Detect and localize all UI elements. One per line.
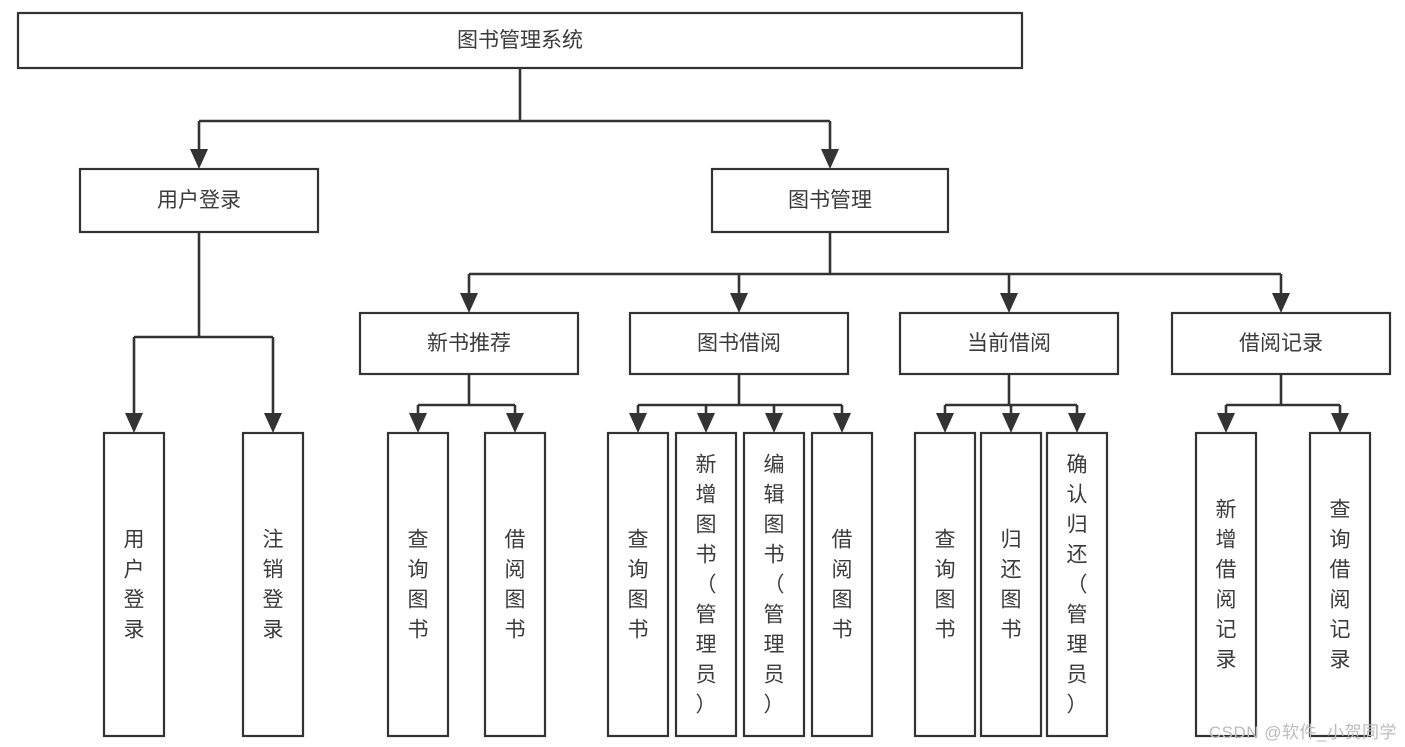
node-root-label: 图书管理系统	[457, 29, 583, 52]
node-root[interactable]: 图书管理系统	[16, 11, 1024, 70]
node-new-book-recommend-label: 新书推荐	[427, 332, 511, 355]
node-leaf-confirm-return-label: 确认归还（管理员）	[1067, 454, 1088, 717]
node-leaf-query-book-2-box[interactable]	[606, 431, 670, 738]
node-leaf-add-book-label: 新增图书（管理员）	[696, 454, 717, 717]
node-leaf-confirm-return-box[interactable]	[1045, 431, 1109, 738]
node-leaf-query-record[interactable]: 查询借阅记录	[1308, 431, 1372, 738]
node-leaf-query-record-box[interactable]	[1308, 431, 1372, 738]
node-borrow-record[interactable]: 借阅记录	[1170, 311, 1392, 376]
node-leaf-return-book-box[interactable]	[979, 431, 1043, 738]
node-leaf-borrow-book-1-box[interactable]	[483, 431, 547, 738]
node-new-book-recommend[interactable]: 新书推荐	[358, 311, 580, 376]
node-leaf-return-book-label: 归还图书	[1001, 529, 1022, 642]
node-leaf-borrow-book-1-label: 借阅图书	[505, 529, 526, 642]
arrow-head-icon-book-manage-to-borrow-record	[1272, 293, 1290, 313]
node-leaf-query-book-3-box[interactable]	[913, 431, 977, 738]
arrow-head-icon-book-manage-to-book-borrow	[730, 293, 748, 313]
arrow-head-icon-book-manage-to-new-book-recommend	[460, 293, 478, 313]
node-user-login[interactable]: 用户登录	[78, 167, 320, 234]
node-borrow-record-label: 借阅记录	[1239, 332, 1323, 355]
node-leaf-logout[interactable]: 注销登录	[241, 431, 305, 738]
watermark-text: CSDN @软件_小贺同学	[1208, 723, 1397, 742]
node-current-borrow-box[interactable]	[898, 311, 1120, 376]
node-leaf-user-login[interactable]: 用户登录	[102, 431, 166, 738]
node-leaf-query-book-2-label: 查询图书	[628, 529, 649, 642]
arrow-head-icon-user-login-to-leaf-user-login	[125, 413, 143, 433]
node-user-login-box[interactable]	[78, 167, 320, 234]
arrow-head-icon-borrow-record-to-leaf-add-record	[1217, 413, 1235, 433]
edges-layer	[125, 68, 1349, 433]
node-leaf-borrow-book-2-label: 借阅图书	[832, 529, 853, 642]
arrow-head-icon-user-login-to-leaf-logout	[264, 413, 282, 433]
arrow-head-icon-root-to-user-login	[190, 149, 208, 169]
node-leaf-query-book-1[interactable]: 查询图书	[386, 431, 450, 738]
node-leaf-query-book-3[interactable]: 查询图书	[913, 431, 977, 738]
node-leaf-user-login-box[interactable]	[102, 431, 166, 738]
node-leaf-add-record-box[interactable]	[1194, 431, 1258, 738]
node-current-borrow[interactable]: 当前借阅	[898, 311, 1120, 376]
node-leaf-query-book-1-box[interactable]	[386, 431, 450, 738]
node-book-borrow[interactable]: 图书借阅	[628, 311, 850, 376]
node-leaf-query-book-2[interactable]: 查询图书	[606, 431, 670, 738]
node-leaf-user-login-label: 用户登录	[124, 529, 145, 642]
arrow-head-icon-book-manage-to-current-borrow	[1000, 293, 1018, 313]
node-new-book-recommend-box[interactable]	[358, 311, 580, 376]
node-leaf-add-record-label: 新增借阅记录	[1216, 499, 1237, 672]
node-leaf-logout-label: 注销登录	[263, 529, 284, 642]
arrow-head-icon-new-book-recommend-to-leaf-borrow-book-1	[506, 413, 524, 433]
arrow-head-icon-book-borrow-to-leaf-add-book	[697, 413, 715, 433]
node-leaf-add-record[interactable]: 新增借阅记录	[1194, 431, 1258, 738]
node-leaf-query-book-1-label: 查询图书	[408, 529, 429, 642]
node-leaf-logout-box[interactable]	[241, 431, 305, 738]
node-book-borrow-label: 图书借阅	[697, 332, 781, 355]
arrow-head-icon-current-borrow-to-leaf-query-book-3	[936, 413, 954, 433]
arrow-head-icon-borrow-record-to-leaf-query-record	[1331, 413, 1349, 433]
node-leaf-edit-book-label: 编辑图书（管理员）	[764, 454, 785, 717]
arrow-head-icon-book-borrow-to-leaf-query-book-2	[629, 413, 647, 433]
node-leaf-add-book-box[interactable]	[674, 431, 738, 738]
node-leaf-confirm-return[interactable]: 确认归还（管理员）	[1045, 431, 1109, 738]
arrow-head-icon-book-borrow-to-leaf-edit-book	[765, 413, 783, 433]
node-book-manage[interactable]: 图书管理	[710, 167, 950, 234]
node-leaf-query-record-label: 查询借阅记录	[1330, 499, 1351, 672]
node-book-manage-box[interactable]	[710, 167, 950, 234]
arrow-head-icon-new-book-recommend-to-leaf-query-book-1	[409, 413, 427, 433]
node-leaf-borrow-book-1[interactable]: 借阅图书	[483, 431, 547, 738]
node-book-manage-label: 图书管理	[788, 189, 872, 212]
node-user-login-label: 用户登录	[157, 189, 241, 212]
node-leaf-edit-book-box[interactable]	[742, 431, 806, 738]
arrow-head-icon-book-borrow-to-leaf-borrow-book-2	[833, 413, 851, 433]
nodes-layer: 图书管理系统用户登录图书管理新书推荐图书借阅当前借阅借阅记录用户登录注销登录查询…	[16, 11, 1392, 738]
arrow-head-icon-current-borrow-to-leaf-confirm-return	[1068, 413, 1086, 433]
node-leaf-borrow-book-2[interactable]: 借阅图书	[810, 431, 874, 738]
node-root-box[interactable]	[16, 11, 1024, 70]
node-leaf-edit-book[interactable]: 编辑图书（管理员）	[742, 431, 806, 738]
node-leaf-return-book[interactable]: 归还图书	[979, 431, 1043, 738]
node-leaf-add-book[interactable]: 新增图书（管理员）	[674, 431, 738, 738]
node-book-borrow-box[interactable]	[628, 311, 850, 376]
arrow-head-icon-current-borrow-to-leaf-return-book	[1002, 413, 1020, 433]
node-current-borrow-label: 当前借阅	[967, 332, 1051, 355]
node-borrow-record-box[interactable]	[1170, 311, 1392, 376]
node-leaf-borrow-book-2-box[interactable]	[810, 431, 874, 738]
arrow-head-icon-root-to-book-manage	[821, 149, 839, 169]
node-leaf-query-book-3-label: 查询图书	[935, 529, 956, 642]
